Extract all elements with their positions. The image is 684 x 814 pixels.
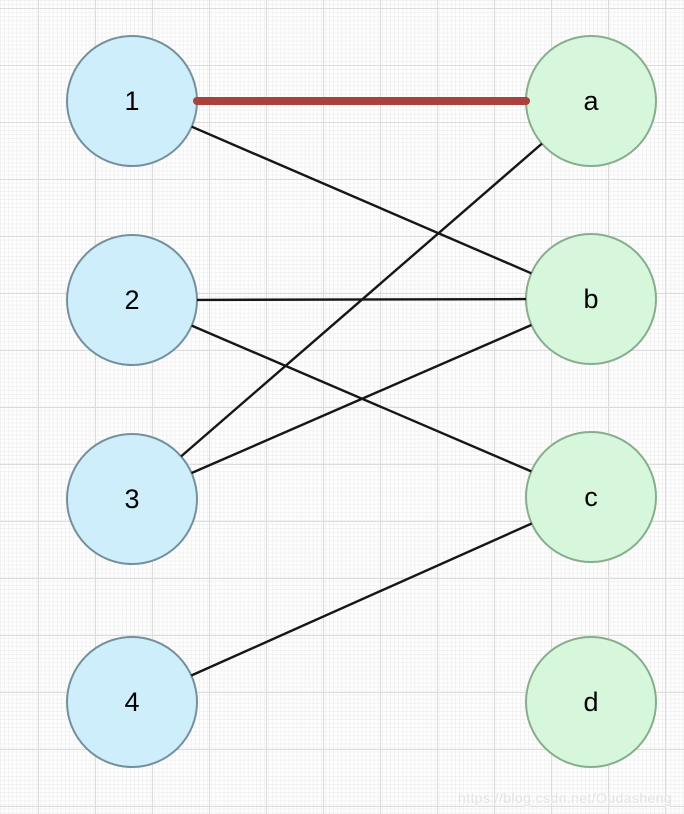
node-circle-4 xyxy=(66,636,198,768)
node-circle-2 xyxy=(66,234,198,366)
node-circle-1 xyxy=(66,35,198,167)
graph-node-b: b xyxy=(525,233,657,365)
edge-3-b xyxy=(191,323,532,475)
edge-1-b xyxy=(191,125,532,275)
graph-node-4: 4 xyxy=(66,636,198,768)
edge-4-c xyxy=(190,522,533,677)
edges-layer xyxy=(180,97,543,677)
node-circle-3 xyxy=(66,433,198,565)
graph-node-1: 1 xyxy=(66,35,198,167)
edge-3-a xyxy=(180,142,543,458)
node-circle-b xyxy=(525,233,657,365)
graph-node-d: d xyxy=(525,636,657,768)
graph-node-2: 2 xyxy=(66,234,198,366)
graph-node-a: a xyxy=(525,35,657,167)
graph-node-c: c xyxy=(525,431,657,563)
node-circle-c xyxy=(525,431,657,563)
node-circle-d xyxy=(525,636,657,768)
watermark-text: https://blog.csdn.net/Oudasheng xyxy=(458,790,672,806)
graph-node-3: 3 xyxy=(66,433,198,565)
node-circle-a xyxy=(525,35,657,167)
